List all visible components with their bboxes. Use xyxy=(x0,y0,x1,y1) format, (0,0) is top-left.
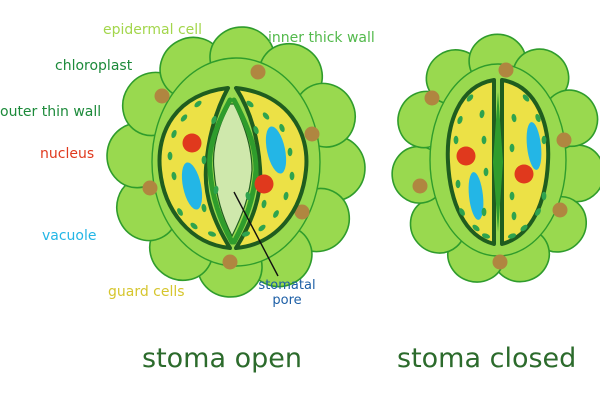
chloroplast xyxy=(177,208,183,216)
chloroplast xyxy=(520,224,528,232)
chloroplast xyxy=(541,191,547,201)
chloroplast xyxy=(481,207,487,217)
epidermal-nucleus xyxy=(222,254,238,270)
epidermal-nucleus xyxy=(304,126,320,142)
label-epidermal-cell: epidermal cell xyxy=(103,22,203,38)
epidermal-nucleus xyxy=(250,64,266,80)
chloroplast xyxy=(453,135,459,145)
label-outer-thin-wall: outer thin wall xyxy=(0,104,102,120)
chloroplast xyxy=(262,112,270,120)
label-guard-cells: guard cells xyxy=(108,284,185,300)
chloroplast xyxy=(190,222,198,230)
chloroplast xyxy=(511,113,517,123)
chloroplast xyxy=(535,208,541,216)
caption-stoma-closed: stoma closed xyxy=(397,343,577,374)
chloroplast xyxy=(541,135,547,145)
epidermal-nucleus xyxy=(154,88,170,104)
chloroplast xyxy=(466,94,474,102)
guard-nucleus-right-open xyxy=(254,174,274,194)
chloroplast xyxy=(481,233,491,239)
guard-cells-closed xyxy=(445,78,551,246)
chloroplast xyxy=(507,233,517,239)
caption-stoma-open: stoma open xyxy=(142,343,302,374)
vacuole-right-open xyxy=(265,126,287,174)
chloroplast xyxy=(261,199,267,209)
chloroplast xyxy=(171,129,177,139)
chloroplast xyxy=(289,171,295,181)
chloroplast xyxy=(455,179,461,189)
chloroplast xyxy=(535,113,541,123)
chloroplast xyxy=(522,94,530,102)
epidermal-nucleus xyxy=(412,178,428,194)
chloroplast xyxy=(511,211,517,221)
chloroplast xyxy=(241,231,251,237)
chloroplast xyxy=(509,191,515,201)
chloroplast xyxy=(509,143,515,153)
chloroplast xyxy=(211,115,217,125)
chloroplast xyxy=(201,155,207,165)
chloroplast xyxy=(481,135,487,145)
vacuole-left-closed xyxy=(468,172,484,220)
chloroplast xyxy=(253,125,259,135)
guard-nucleus-left-open xyxy=(182,133,202,153)
epidermal-nucleus xyxy=(556,132,572,148)
label-nucleus: nucleus xyxy=(40,146,95,162)
epidermal-nucleus xyxy=(552,202,568,218)
guard-nucleus-left-closed xyxy=(456,146,476,166)
chloroplast xyxy=(479,109,485,119)
chloroplast xyxy=(167,151,173,161)
epidermal-nucleus xyxy=(492,254,508,270)
inner-thick-wall-right xyxy=(231,97,259,245)
vacuole-right-closed xyxy=(526,122,542,170)
stomatal-pore-closed xyxy=(493,92,503,232)
stoma-open-diagram xyxy=(106,26,366,298)
inner-thick-wall-left xyxy=(207,97,235,245)
stomatal-pore-pointer xyxy=(233,191,279,277)
label-inner-thick-wall: inner thick wall xyxy=(268,30,375,46)
label-vacuole: vacuole xyxy=(42,228,97,244)
epidermal-nucleus xyxy=(498,62,514,78)
chloroplast xyxy=(483,167,489,177)
chloroplast xyxy=(180,114,188,122)
epidermal-nucleus xyxy=(424,90,440,106)
stoma-closed-diagram xyxy=(391,33,600,283)
chloroplast xyxy=(457,115,463,125)
chloroplast xyxy=(459,208,465,216)
guard-cells-open xyxy=(157,86,309,250)
chloroplast xyxy=(201,203,207,213)
guard-cell-left-open xyxy=(157,86,232,250)
chloroplast xyxy=(273,210,279,218)
chloroplast xyxy=(246,100,254,108)
chloroplast xyxy=(194,100,202,108)
chloroplast xyxy=(287,147,293,157)
chloroplast xyxy=(258,224,266,232)
chloroplast xyxy=(171,171,177,181)
chloroplast xyxy=(279,123,285,133)
epidermal-nucleus xyxy=(142,180,158,196)
guard-nucleus-right-closed xyxy=(514,164,534,184)
stomatal-pore-open xyxy=(212,103,253,238)
label-stomatal-pore: stomatal pore xyxy=(258,278,316,308)
vacuole-left-open xyxy=(181,162,203,210)
epidermal-nucleus xyxy=(294,204,310,220)
label-chloroplast: chloroplast xyxy=(55,58,133,74)
chloroplast xyxy=(245,191,251,201)
chloroplast xyxy=(283,191,289,201)
chloroplast xyxy=(213,185,219,195)
chloroplast xyxy=(207,231,217,237)
chloroplast xyxy=(472,224,480,232)
